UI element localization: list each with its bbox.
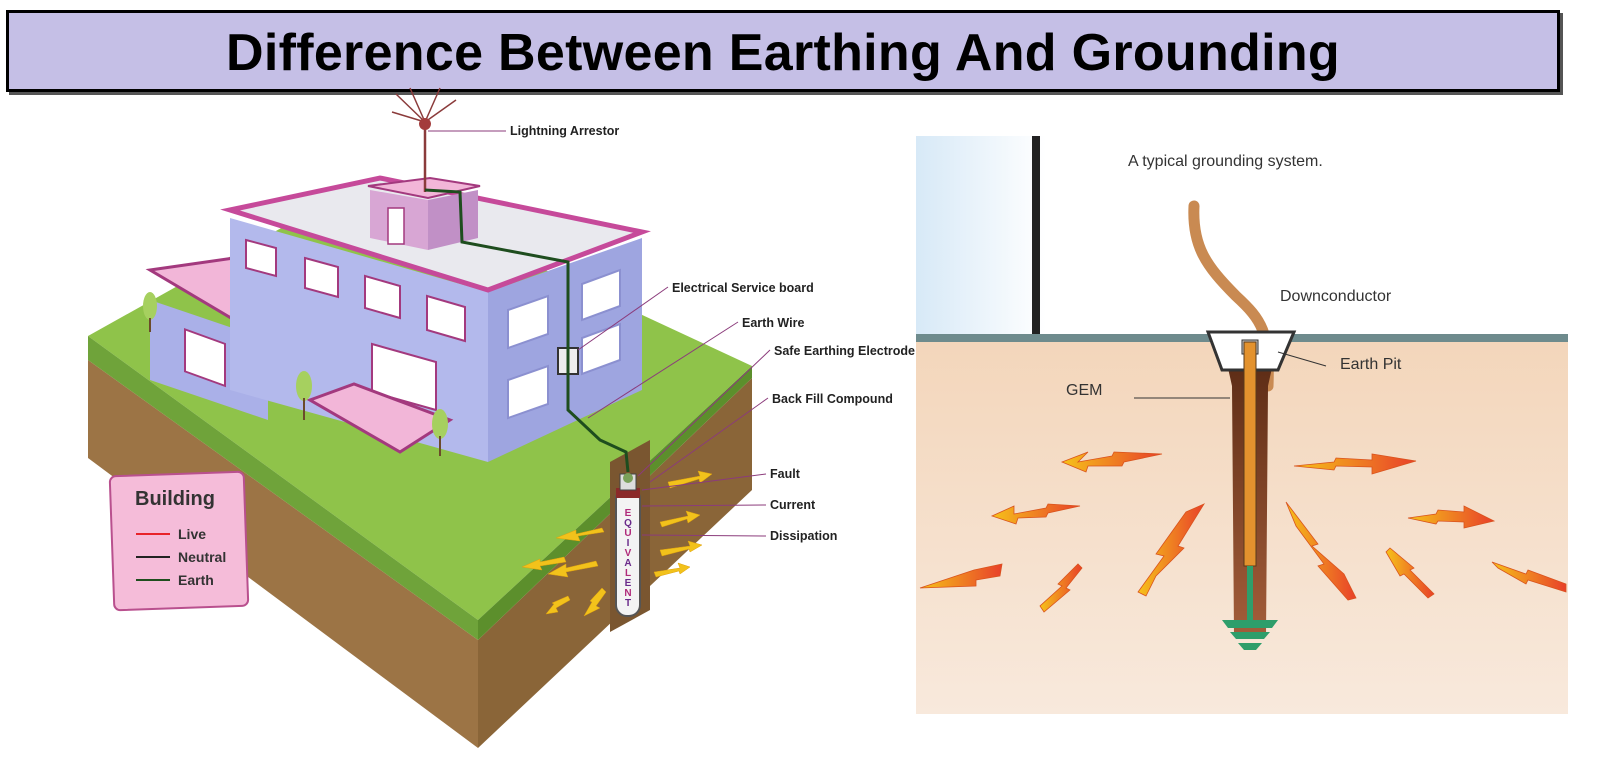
electrode-letter: Q — [624, 518, 632, 529]
porch-steps — [306, 382, 454, 454]
building-wall-edge — [1032, 136, 1040, 336]
label-back-fill-compound: Back Fill Compound — [772, 392, 893, 406]
main-door — [371, 342, 437, 412]
label-safe-earthing-electrode: Safe Earthing Electrode — [774, 344, 915, 358]
legend-item-live: Live — [178, 526, 206, 542]
lightning-arrestor — [391, 87, 457, 192]
label-current: Current — [770, 498, 816, 512]
callout-earth-pit — [1277, 351, 1327, 367]
page-title: Difference Between Earthing And Groundin… — [226, 24, 1340, 82]
label-fault: Fault — [770, 467, 801, 481]
front-windows — [245, 238, 466, 343]
electrode-letter: T — [625, 598, 631, 609]
obscured-subtitle — [70, 76, 410, 90]
callout-lines — [428, 130, 771, 537]
label-gem: GEM — [1066, 382, 1102, 399]
label-lightning-arrestor: Lightning Arrestor — [510, 124, 619, 138]
soil-left-face — [88, 360, 478, 748]
dissipation-arrows — [521, 470, 713, 617]
building-legend: Building Live Neutral Earth — [108, 470, 250, 612]
earth-wire — [424, 188, 630, 473]
safe-earthing-electrode — [615, 473, 641, 617]
title-banner: Difference Between Earthing And Groundin… — [6, 10, 1560, 92]
ground-rod — [1243, 341, 1257, 567]
side-windows — [507, 268, 621, 420]
electrode-letter: V — [625, 548, 632, 559]
label-earth-pit: Earth Pit — [1340, 356, 1402, 373]
window — [184, 327, 226, 388]
label-electrical-service-board: Electrical Service board — [672, 281, 814, 295]
electrode-letter: E — [625, 578, 632, 589]
electrode-letter: A — [624, 558, 631, 569]
roof-box-door — [387, 207, 405, 245]
ground-symbol — [1222, 620, 1278, 650]
electrode-letter: N — [624, 588, 631, 599]
trees — [143, 292, 448, 456]
roof-box-side — [428, 190, 478, 250]
grounding-caption: A typical grounding system. — [1128, 153, 1323, 170]
electrode-letter: L — [625, 568, 631, 579]
grounding-diagram: A typical grounding system. Downconducto… — [916, 136, 1568, 714]
grass-edge-left — [88, 336, 478, 640]
label-downconductor: Downconductor — [1280, 288, 1392, 305]
label-earth-wire: Earth Wire — [742, 316, 804, 330]
label-dissipation: Dissipation — [770, 529, 837, 543]
legend-title: Building — [135, 488, 215, 510]
electrode-letter: U — [624, 528, 631, 539]
dissipation-arrows — [919, 451, 1567, 613]
legend-item-earth: Earth — [178, 572, 214, 588]
electrode-letter: I — [627, 538, 630, 549]
electrode-letter: E — [625, 508, 632, 519]
legend-item-neutral: Neutral — [178, 549, 226, 565]
